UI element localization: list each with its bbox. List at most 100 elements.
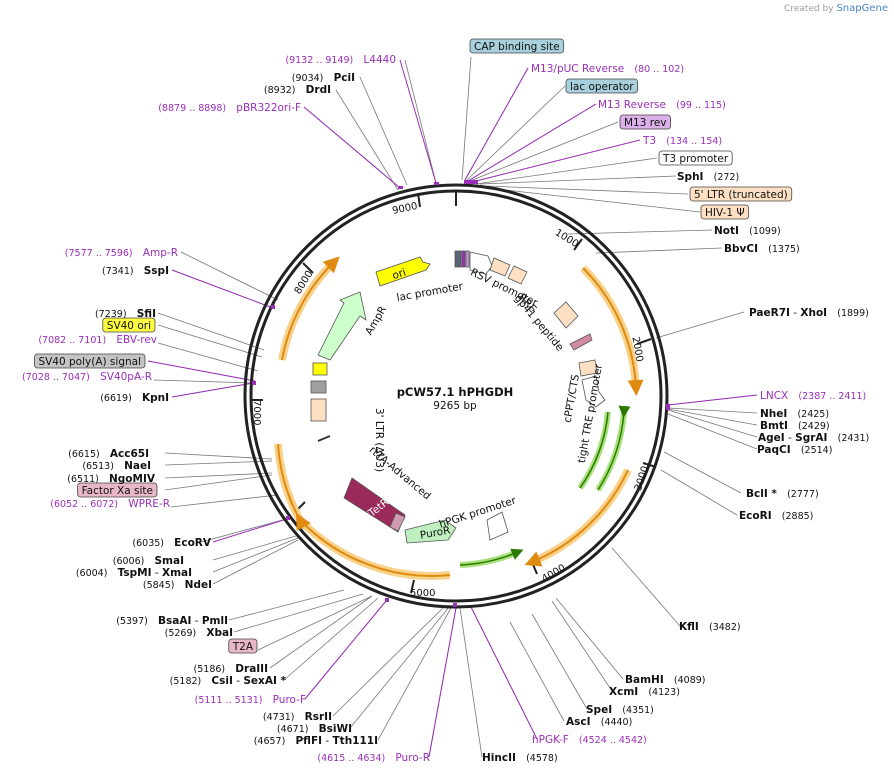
label-bamhi-name: BamHI bbox=[625, 674, 664, 686]
label-hincii-name: HincII bbox=[482, 752, 516, 764]
label-t3-promoter-box: T3 promoter bbox=[658, 150, 733, 166]
label-naei-position: (6513) bbox=[82, 461, 114, 472]
label-paer7i-name: PaeR7I bbox=[749, 307, 790, 319]
rsv-feature bbox=[489, 257, 511, 277]
label-smai: (6006) SmaI bbox=[113, 549, 184, 568]
label-pcii-position: (9034) bbox=[292, 73, 324, 84]
label-rsrii: (4731) RsrII bbox=[263, 705, 332, 724]
label-draiii: (5186) DraIII bbox=[194, 657, 268, 676]
label-ecorv-position: (6035) bbox=[132, 538, 164, 549]
label-t3-name: T3 bbox=[642, 135, 656, 147]
label-sspi-position: (7341) bbox=[102, 266, 134, 277]
label-bbvci-position: (1375) bbox=[768, 244, 800, 255]
label-wpre-r-position: (6052 .. 6072) bbox=[50, 499, 118, 510]
label-hpgk-f-name: hPGK-F bbox=[532, 734, 569, 746]
label-ngomiv: (6511) NgoMIV bbox=[67, 467, 156, 486]
label-acc65i-name: Acc65I bbox=[110, 448, 149, 460]
label-factor-xa-site-text: Factor Xa site bbox=[82, 485, 153, 497]
label-sphi-name: SphI bbox=[677, 171, 703, 183]
outer-labels: (9132 .. 9149) L4440(9034) PciI(8932) Dr… bbox=[22, 38, 869, 765]
label-bsaai-position: (5397) bbox=[116, 616, 148, 627]
feature-label-gp41: gp41 peptide bbox=[512, 292, 566, 353]
label-ebv-rev-name: EBV-rev bbox=[116, 334, 157, 346]
label-drdi-name: DrdI bbox=[306, 84, 331, 96]
label-paer7i-name2: XhoI bbox=[800, 307, 827, 319]
label-tspmi-name2: XmaI bbox=[162, 567, 192, 579]
label-ecorv: (6035) EcoRV bbox=[132, 531, 211, 550]
label-pbr322ori-f-position: (8879 .. 8898) bbox=[158, 103, 226, 114]
label-ebv-rev: (7082 .. 7101) EBV-rev bbox=[38, 328, 157, 347]
label-t3: T3 (134 .. 154) bbox=[642, 129, 722, 148]
label-paer7i: PaeR7I - XhoI (1899) bbox=[749, 301, 869, 320]
label-paer7i-position: (1899) bbox=[837, 308, 869, 319]
label-lncx: LNCX (2387 .. 2411) bbox=[760, 384, 866, 403]
label-cap-binding-site-box: CAP binding site bbox=[469, 38, 565, 54]
label-bmti-name: BmtI bbox=[760, 420, 788, 432]
label-agei-separator: - bbox=[785, 432, 795, 444]
label-tspmi-position: (6004) bbox=[76, 568, 108, 579]
green-arcs bbox=[459, 405, 631, 568]
label-sspi: (7341) SspI bbox=[102, 259, 169, 278]
label-bamhi: BamHI (4089) bbox=[625, 668, 706, 687]
label-ebv-rev-position: (7082 .. 7101) bbox=[38, 335, 106, 346]
label-csii: (5182) CsiI - SexAI * bbox=[170, 669, 287, 688]
label-spei: SpeI (4351) bbox=[586, 698, 654, 717]
tick-label-7000: 7000 bbox=[251, 400, 262, 425]
feature-label-cppt: cPPT/CTS bbox=[562, 373, 582, 423]
label-acc65i: (6615) Acc65I bbox=[68, 442, 149, 461]
label-5-ltr-truncated-text: 5' LTR (truncated) bbox=[694, 189, 788, 201]
tre-feature bbox=[581, 375, 606, 408]
polya-feature bbox=[310, 380, 327, 394]
label-m13-puc-reverse: M13/pUC Reverse (80 .. 102) bbox=[531, 57, 684, 76]
label-asci: AscI (4440) bbox=[566, 710, 632, 729]
label-sspi-name: SspI bbox=[144, 265, 169, 277]
plasmid-name: pCW57.1 hPHGDH bbox=[397, 385, 514, 399]
label-paqci-position: (2514) bbox=[801, 445, 833, 456]
label-sv40pa-r-name: SV40pA-R bbox=[100, 371, 152, 383]
label-bsaai-name: BsaAI bbox=[158, 615, 191, 627]
label-ngomiv-position: (6511) bbox=[67, 474, 99, 485]
backbone-inner bbox=[249, 189, 663, 603]
label-bcli-position: (2777) bbox=[787, 489, 819, 500]
label-ecorv-name: EcoRV bbox=[174, 537, 212, 549]
label-sv40pa-r-position: (7028 .. 7047) bbox=[22, 372, 90, 383]
label-kpni-name: KpnI bbox=[142, 392, 169, 404]
feature-label-ori: ori bbox=[391, 266, 408, 282]
gp41-feature bbox=[569, 333, 593, 351]
label-5-ltr-truncated-box: 5' LTR (truncated) bbox=[689, 186, 793, 202]
label-cap-binding-site-text: CAP binding site bbox=[474, 41, 560, 53]
label-t3-promoter-text: T3 promoter bbox=[662, 153, 729, 165]
label-amp-r-name: Amp-R bbox=[143, 247, 178, 259]
label-sphi-position: (272) bbox=[714, 172, 740, 183]
label-hincii: HincII (4578) bbox=[482, 746, 558, 765]
plasmid-size: 9265 bp bbox=[433, 400, 477, 412]
label-m13-puc-reverse-position: (80 .. 102) bbox=[634, 64, 684, 75]
label-sv40-poly-a-signal-text: SV40 poly(A) signal bbox=[38, 356, 141, 368]
ampr-feature bbox=[317, 291, 367, 361]
ltr-feature bbox=[310, 398, 327, 422]
label-bsiwi-name: BsiWI bbox=[319, 723, 352, 735]
label-nhei: NheI (2425) bbox=[760, 402, 829, 421]
label-pflfi-separator: - bbox=[322, 735, 332, 747]
label-bsiwi-position: (4671) bbox=[277, 724, 309, 735]
label-lac-operator-box: lac operator bbox=[565, 78, 639, 94]
label-amp-r-position: (7577 .. 7596) bbox=[65, 248, 133, 259]
label-draiii-position: (5186) bbox=[194, 664, 226, 675]
feature-label-ampr: AmpR bbox=[363, 304, 389, 337]
label-puro-f: (5111 .. 5131) Puro-F bbox=[195, 688, 306, 707]
label-kpni: (6619) KpnI bbox=[100, 386, 169, 405]
tick-label-9000: 9000 bbox=[391, 201, 418, 217]
label-agei-name2: SgrAI bbox=[795, 432, 827, 444]
snapgene-brand: Created by SnapGene bbox=[784, 3, 888, 14]
label-pflfi-position: (4657) bbox=[254, 736, 286, 747]
label-nhei-position: (2425) bbox=[797, 409, 829, 420]
label-m13-rev-text: M13 rev bbox=[624, 117, 667, 129]
ori-feature bbox=[375, 256, 431, 287]
hpgk-feature bbox=[486, 511, 509, 541]
label-bsiwi: (4671) BsiWI bbox=[277, 717, 352, 736]
label-spei-position: (4351) bbox=[622, 705, 654, 716]
label-ecori-position: (2885) bbox=[782, 511, 814, 522]
label-sv40-ori-box: SV40 ori bbox=[102, 317, 156, 333]
label-agei-name: AgeI bbox=[758, 432, 785, 444]
